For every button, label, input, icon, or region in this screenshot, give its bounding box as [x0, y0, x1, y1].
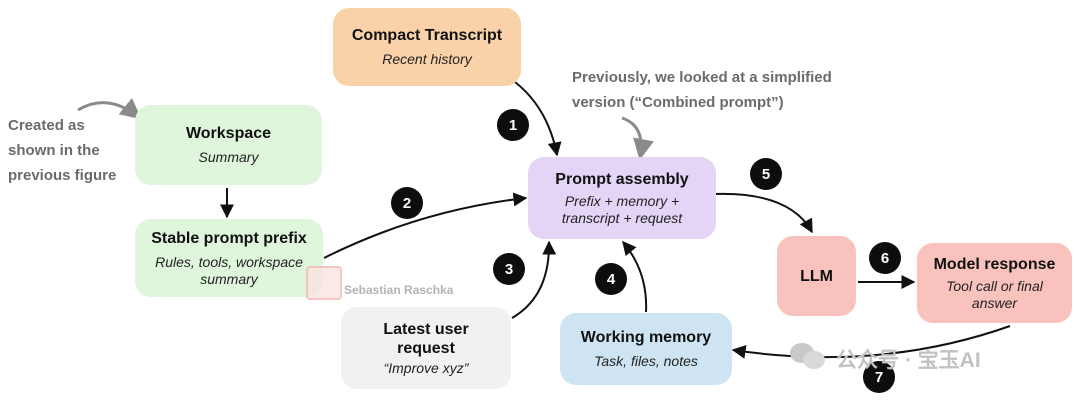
- latest-request-subtitle: “Improve xyz”: [383, 359, 469, 376]
- step-badge-7: 7: [863, 361, 895, 393]
- working-memory-box: Working memory Task, files, notes: [560, 313, 732, 385]
- stable-prefix-subtitle: Rules, tools, workspace summary: [155, 253, 303, 287]
- arrow-memory-to-assembly: [622, 240, 648, 313]
- prompt-assembly-box: Prompt assembly Prefix + memory + transc…: [528, 157, 716, 239]
- prompt-assembly-subtitle: Prefix + memory + transcript + request: [561, 192, 683, 226]
- step-badge-4: 4: [595, 263, 627, 295]
- model-response-subtitle: Tool call or final answer: [946, 277, 1043, 311]
- step-badge-1: 1: [497, 109, 529, 141]
- stable-prefix-title: Stable prompt prefix: [151, 229, 307, 247]
- working-memory-title: Working memory: [580, 329, 712, 346]
- step-badge-2: 2: [391, 187, 423, 219]
- author-watermark: Sebastian Raschka: [344, 283, 454, 297]
- compact-transcript-subtitle: Recent history: [382, 51, 472, 67]
- note-created-as-shown: Created as shown in the previous figure: [8, 117, 117, 184]
- note-arrow-created: [77, 97, 142, 120]
- step-badge-5: 5: [750, 158, 782, 190]
- step-badge-6: 6: [869, 242, 901, 274]
- wechat-logo-icon: [790, 341, 828, 371]
- wechat-watermark: 公众号 · 宝玉AI: [836, 349, 981, 372]
- compact-transcript-box: Compact Transcript Recent history: [333, 8, 521, 86]
- stable-prefix-box: Stable prompt prefix Rules, tools, works…: [135, 219, 323, 297]
- model-response-box: Model response Tool call or final answer: [917, 243, 1072, 323]
- author-seal-icon: [306, 266, 342, 300]
- arrow-transcript-to-assembly: [514, 81, 562, 157]
- workspace-box: Workspace Summary: [135, 105, 322, 185]
- prompt-assembly-title: Prompt assembly: [555, 170, 689, 188]
- arrow-assembly-to-llm: [715, 192, 813, 234]
- working-memory-subtitle: Task, files, notes: [594, 353, 698, 369]
- arrow-prefix-to-assembly: [323, 192, 528, 259]
- llm-title: LLM: [800, 267, 833, 285]
- workspace-title: Workspace: [185, 125, 272, 142]
- model-response-title: Model response: [933, 255, 1056, 273]
- compact-transcript-title: Compact Transcript: [351, 27, 503, 44]
- arrow-response-to-memory: [731, 325, 1011, 359]
- latest-request-box: Latest user request “Improve xyz”: [341, 307, 511, 389]
- step-badge-3: 3: [493, 253, 525, 285]
- llm-box: LLM: [777, 236, 856, 316]
- note-arrow-previously: [621, 116, 654, 161]
- note-previously: Previously, we looked at a simplified ve…: [572, 69, 832, 111]
- workspace-subtitle: Summary: [198, 149, 259, 165]
- latest-request-title: Latest user request: [383, 320, 469, 357]
- arrow-request-to-assembly: [511, 240, 557, 319]
